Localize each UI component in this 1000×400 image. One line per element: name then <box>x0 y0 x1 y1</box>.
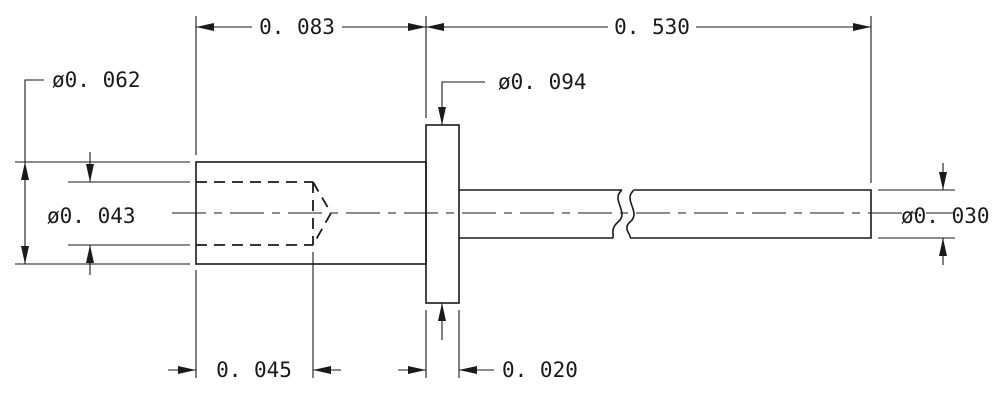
break-curve-right <box>626 189 635 239</box>
dim-bore-depth: 0. 045 <box>168 358 341 382</box>
dim-label-bore-diameter: ø0. 043 <box>47 204 136 228</box>
dim-pin-length: 0. 530 <box>426 15 871 39</box>
dim-label-pin-diameter: ø0. 030 <box>901 204 990 228</box>
break-curve-left <box>612 189 623 239</box>
dim-pin-diameter: ø0. 030 <box>901 163 990 265</box>
pin-body <box>459 189 872 239</box>
dim-label-bore-depth: 0. 045 <box>216 358 292 382</box>
dim-label-head-diameter: ø0. 062 <box>52 68 141 92</box>
dim-label-flange-thickness: 0. 020 <box>502 358 578 382</box>
dim-bore-diameter: ø0. 043 <box>47 152 136 275</box>
dim-label-flange-position: 0. 083 <box>259 15 335 39</box>
dim-flange-diameter: ø0. 094 <box>438 70 587 340</box>
flange-body <box>425 124 460 304</box>
extension-lines <box>15 16 955 378</box>
dim-label-flange-diameter: ø0. 094 <box>498 70 587 94</box>
dim-flange-thickness: 0. 020 <box>398 358 578 382</box>
dim-head-diameter: ø0. 062 <box>21 68 141 264</box>
dim-label-pin-length: 0. 530 <box>614 15 690 39</box>
part-outline <box>195 124 872 304</box>
hidden-bore <box>196 181 333 246</box>
dim-flange-position: 0. 083 <box>196 15 426 39</box>
